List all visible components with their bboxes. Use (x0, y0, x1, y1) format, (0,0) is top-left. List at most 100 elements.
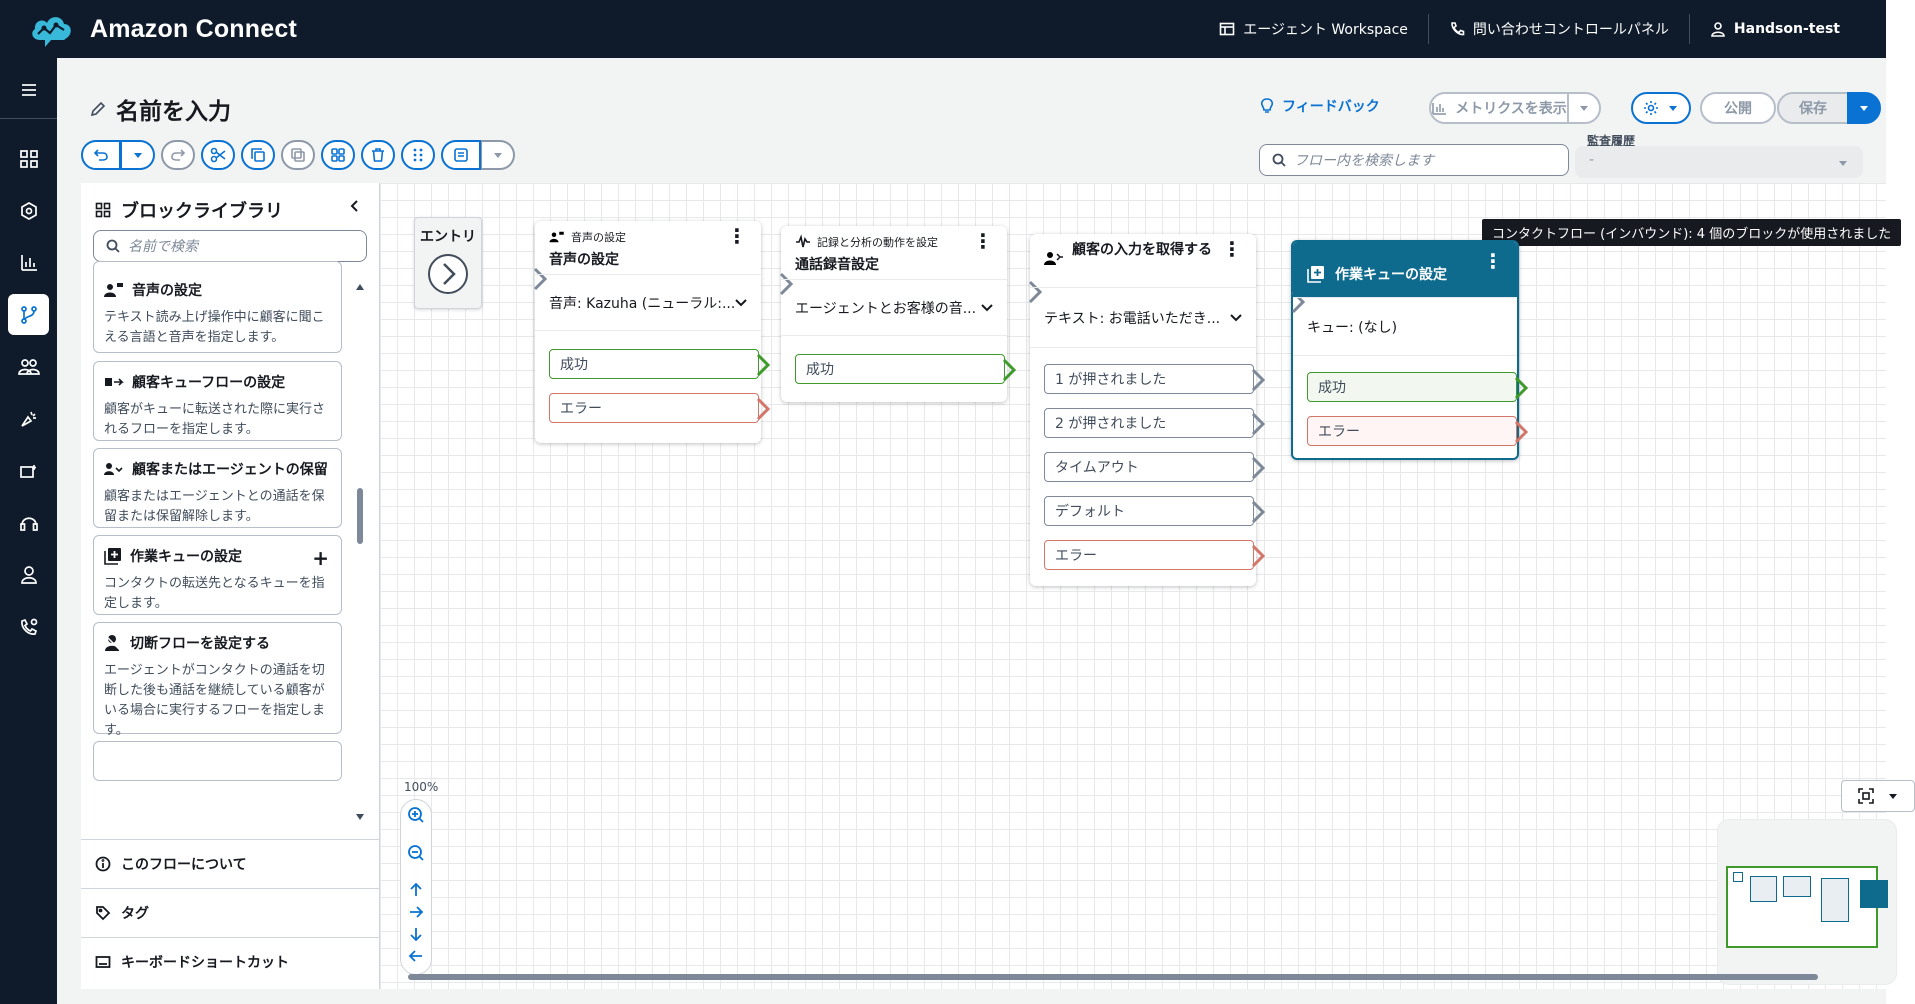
save-dropdown-button[interactable] (1847, 92, 1881, 124)
keyboard-shortcuts-label: キーボードショートカット (121, 954, 289, 971)
undo-dropdown-button[interactable] (121, 140, 155, 170)
block-parameter-select[interactable]: テキスト: お電話いただき... (1030, 288, 1256, 348)
menu-toggle-button[interactable] (8, 69, 49, 110)
branch-label: エラー (560, 401, 602, 417)
block-type-label: 音声の設定 (571, 231, 626, 244)
paste-button[interactable] (281, 140, 315, 170)
agent-workspace-link[interactable]: エージェント Workspace (1199, 14, 1428, 44)
audit-history-select[interactable]: - (1575, 146, 1863, 178)
nav-routing[interactable] (8, 190, 49, 231)
nav-profile[interactable] (8, 554, 49, 595)
block-title: 作業キューの設定 (1335, 266, 1447, 283)
flow-search-input[interactable]: フロー内を検索します (1259, 144, 1569, 176)
block-item-customer-queue-flow[interactable]: 顧客キューフローの設定 顧客がキューに転送された際に実行されるフローを指定します… (93, 361, 342, 441)
note-icon (454, 148, 468, 162)
input-port-icon (1028, 280, 1043, 304)
zoom-in-icon[interactable] (407, 806, 425, 824)
branch-pressed-1[interactable]: 1 が押されました (1044, 364, 1266, 394)
block-item-set-voice[interactable]: 音声の設定 テキスト読み上げ操作中に顧客に聞こえる言語と音声を指定します。 (93, 261, 342, 353)
pan-up-icon[interactable] (408, 882, 424, 898)
entry-block[interactable]: エントリ (414, 217, 482, 309)
block-menu-button[interactable]: ⋮ (973, 229, 993, 253)
redo-button[interactable] (161, 140, 195, 170)
nav-channels[interactable] (8, 398, 49, 439)
undo-button[interactable] (81, 140, 121, 170)
output-port-icon (1251, 500, 1266, 524)
nav-agent[interactable] (8, 502, 49, 543)
block-set-working-queue[interactable]: 作業キューの設定 ⋮ キュー: (なし) 成功 エラー (1291, 240, 1529, 460)
nav-phone-numbers[interactable] (8, 606, 49, 647)
delete-button[interactable] (361, 140, 395, 170)
metrics-dropdown-button[interactable] (1567, 92, 1601, 124)
flow-canvas[interactable]: エントリ コンタクトフロー (インバウンド): 4 個のブロックが使用されました… (380, 183, 1915, 989)
add-block-button[interactable]: + (312, 546, 329, 570)
block-menu-button[interactable]: ⋮ (1222, 237, 1242, 261)
pan-left-icon[interactable] (408, 948, 424, 964)
arrange-button[interactable] (401, 140, 435, 170)
block-item-disconnect-flow[interactable]: 切断フローを設定する エージェントがコンタクトの通話を切断した後も通話を継続して… (93, 622, 342, 738)
branch-timeout[interactable]: タイムアウト (1044, 452, 1266, 482)
block-set-voice[interactable]: 音声の設定 音声の設定 ⋮ 音声: Kazuha (ニューラル:... 成功 エ… (533, 221, 771, 443)
chevron-down-icon (981, 303, 993, 311)
user-menu[interactable]: Handson-test (1688, 14, 1860, 44)
view-metrics-button[interactable]: メトリクスを表示 (1429, 92, 1569, 124)
branch-default[interactable]: デフォルト (1044, 496, 1266, 526)
block-set-recording[interactable]: 記録と分析の動作を設定 通話録音設定 ⋮ エージェントとお客様の音... 成功 (779, 226, 1017, 402)
block-parameter[interactable]: キュー: (なし) (1293, 298, 1517, 356)
nav-queues[interactable] (8, 450, 49, 491)
minimap-block (1821, 878, 1849, 922)
branch-error[interactable]: エラー (1307, 416, 1529, 446)
block-get-customer-input[interactable]: 顧客の入力を取得する ⋮ テキスト: お電話いただき... 1 が押されました … (1028, 234, 1266, 586)
fit-view-button[interactable] (1841, 780, 1915, 812)
bar-chart-icon (1432, 103, 1447, 115)
keyboard-shortcuts-link[interactable]: キーボードショートカット (81, 937, 380, 985)
block-menu-button[interactable]: ⋮ (727, 224, 747, 248)
block-item-name: 音声の設定 (132, 283, 202, 299)
block-item-set-working-queue[interactable]: 作業キューの設定 + コンタクトの転送先となるキューを指定します。 (93, 535, 342, 615)
branch-label: タイムアウト (1055, 460, 1139, 476)
chevron-down-icon (1230, 313, 1242, 321)
annotation-dropdown-button[interactable] (481, 140, 515, 170)
select-all-button[interactable] (321, 140, 355, 170)
nav-analytics[interactable] (8, 242, 49, 283)
output-port-icon (1514, 420, 1529, 444)
collapse-library-button[interactable] (349, 199, 361, 217)
library-scrollbar[interactable] (353, 283, 364, 823)
block-parameter-select[interactable]: エージェントとお客様の音... (781, 280, 1007, 336)
library-scroll-thumb[interactable] (357, 488, 363, 544)
save-button[interactable]: 保存 (1777, 92, 1849, 124)
feedback-link[interactable]: フィードバック (1260, 96, 1380, 116)
nav-dashboard[interactable] (8, 138, 49, 179)
branch-success[interactable]: 成功 (795, 354, 1017, 384)
branch-pressed-2[interactable]: 2 が押されました (1044, 408, 1266, 438)
block-item-next[interactable] (93, 741, 342, 781)
block-item-hold[interactable]: 顧客またはエージェントの保留 顧客またはエージェントとの通話を保留または保留解除… (93, 448, 342, 528)
contact-control-panel-link[interactable]: 問い合わせコントロールパネル (1427, 14, 1689, 44)
block-parameter-select[interactable]: 音声: Kazuha (ニューラル:... (535, 275, 761, 331)
copy-button[interactable] (241, 140, 275, 170)
block-library-title: ブロックライブラリ (95, 197, 283, 223)
canvas-horizontal-scrollbar[interactable] (388, 973, 1832, 981)
settings-dropdown-button[interactable] (1631, 92, 1691, 124)
block-menu-button[interactable]: ⋮ (1483, 249, 1503, 273)
nav-flows[interactable] (8, 294, 49, 335)
pan-right-icon[interactable] (408, 904, 424, 920)
horizontal-scroll-thumb[interactable] (408, 974, 1818, 980)
tags-link[interactable]: タグ (81, 888, 380, 936)
amazon-connect-logo[interactable]: Amazon Connect (28, 10, 297, 48)
publish-button[interactable]: 公開 (1700, 92, 1776, 124)
zoom-out-icon[interactable] (407, 844, 425, 862)
branch-success[interactable]: 成功 (549, 349, 771, 379)
canvas-minimap[interactable] (1717, 819, 1897, 985)
annotation-button[interactable] (441, 140, 481, 170)
cut-button[interactable] (201, 140, 235, 170)
branch-error[interactable]: エラー (1044, 540, 1266, 570)
block-search-input[interactable]: 名前で検索 (93, 230, 367, 262)
nav-users[interactable] (8, 346, 49, 387)
branch-error[interactable]: エラー (549, 393, 771, 423)
branch-label: 成功 (560, 357, 588, 373)
about-this-flow-link[interactable]: このフローについて (81, 839, 380, 887)
branch-success[interactable]: 成功 (1307, 372, 1529, 402)
flow-title[interactable]: 名前を入力 (90, 92, 231, 126)
pan-down-icon[interactable] (408, 926, 424, 942)
